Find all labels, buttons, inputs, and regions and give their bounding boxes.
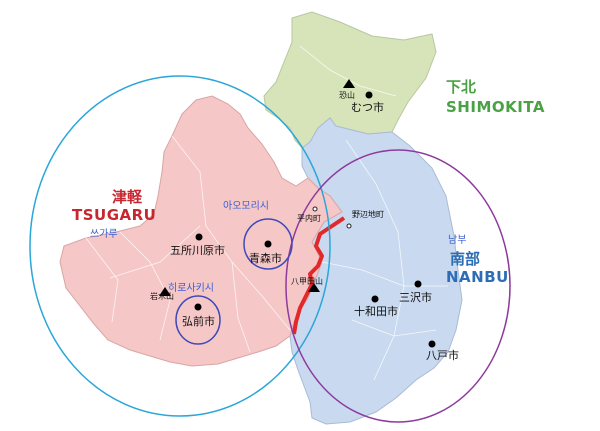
hirosaki-label: 弘前市 — [182, 315, 215, 328]
hiranai-label: 平内町 — [297, 214, 321, 223]
osorezan-mountain-icon — [343, 79, 355, 88]
tsugaru-nanbu-boundary — [292, 216, 346, 335]
hirosaki-name-ko: 히로사키시 — [168, 283, 214, 294]
hachinohe-label: 八戸市 — [426, 349, 459, 362]
hakkoda-label: 八甲田山 — [291, 277, 323, 286]
hachinohe-city-dot-icon — [428, 340, 436, 348]
hiranai-town-marker-icon — [312, 206, 318, 212]
hirosaki-city-dot-icon — [194, 303, 202, 311]
shimokita-name-en: SHIMOKITA — [446, 98, 545, 116]
misawa-label: 三沢市 — [399, 291, 432, 304]
aomori-city-dot-icon — [264, 240, 272, 248]
iwaki-mountain-icon — [159, 287, 171, 296]
nanbu-name-ko: 남부 — [448, 235, 467, 246]
towada-label: 十和田市 — [354, 305, 398, 318]
mutsu-city-dot-icon — [365, 91, 373, 99]
aomori-city-ellipse — [243, 218, 293, 270]
aomori-label: 青森市 — [249, 252, 282, 265]
shimokita-name-ja: 下北 — [446, 78, 477, 96]
misawa-city-dot-icon — [414, 280, 422, 288]
osorezan-label: 恐山 — [339, 91, 355, 100]
iwaki-label: 岩木山 — [150, 292, 174, 301]
towada-city-dot-icon — [371, 295, 379, 303]
noheji-label: 野辺地町 — [352, 210, 384, 219]
nanbu-name-en: NANBU — [446, 268, 509, 286]
tsugaru-name-en: TSUGARU — [72, 206, 157, 224]
aomori-name-ko: 아오모리시 — [223, 201, 269, 212]
tsugaru-ellipse — [29, 75, 331, 417]
mutsu-label: むつ市 — [351, 101, 384, 114]
shimokita-region — [263, 11, 437, 149]
tsugaru-region — [59, 95, 343, 367]
nanbu-name-ja: 南部 — [450, 250, 481, 268]
goshogawara-label: 五所川原市 — [170, 244, 225, 257]
hirosaki-city-ellipse — [175, 295, 221, 345]
municipal-boundaries — [85, 45, 448, 381]
noheji-town-marker-icon — [346, 223, 352, 229]
goshogawara-city-dot-icon — [195, 233, 203, 241]
tsugaru-name-ja: 津軽 — [112, 188, 143, 206]
hakkoda-mountain-icon — [308, 283, 320, 292]
nanbu-ellipse — [285, 149, 511, 423]
tsugaru-name-ko: 쓰가루 — [90, 229, 118, 240]
